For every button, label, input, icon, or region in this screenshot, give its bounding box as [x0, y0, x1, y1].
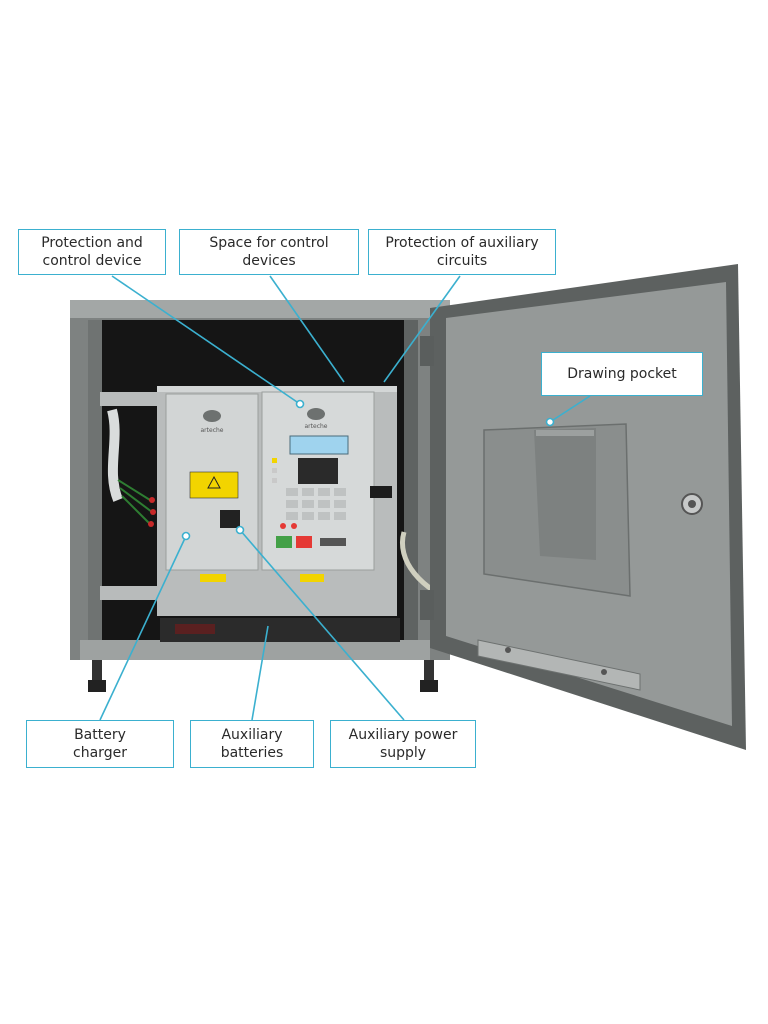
leader-lines	[99, 275, 591, 721]
leader-endpoints	[181, 399, 555, 541]
lcd-display	[289, 435, 349, 455]
key	[286, 512, 298, 520]
led	[272, 478, 277, 483]
key	[318, 500, 330, 508]
wire-terminal	[150, 509, 156, 515]
led-red	[280, 523, 286, 529]
bracket-screw	[505, 647, 511, 653]
callout-aux-batteries: Auxiliary batteries	[190, 720, 314, 768]
comm-port	[320, 538, 346, 546]
led	[272, 468, 277, 473]
cabinet-bottom	[80, 640, 430, 660]
brand-logo-right	[307, 408, 325, 420]
leader-aux-batteries	[251, 625, 269, 721]
left-rail-bottom	[100, 586, 160, 600]
device-panel: arteche arteche	[157, 386, 463, 616]
key	[286, 488, 298, 496]
leader-space-control	[269, 275, 345, 383]
cabinet-foot-right	[424, 660, 434, 684]
callout-aux-power: Auxiliary power supply	[330, 720, 476, 768]
wire-terminal	[149, 497, 155, 503]
leader-aux-power	[239, 529, 405, 721]
key	[334, 500, 346, 508]
charger-switch	[220, 510, 240, 528]
led-red	[291, 523, 297, 529]
warning-label	[189, 471, 239, 499]
key	[318, 512, 330, 520]
device-small-label	[300, 574, 324, 582]
callout-battery-charger: Battery charger	[26, 720, 174, 768]
charger-small-label	[200, 574, 226, 582]
cabinet-foot-left-nut	[88, 680, 106, 692]
door-latch-handle	[370, 486, 392, 498]
green-button	[276, 536, 292, 548]
red-button	[296, 536, 312, 548]
cabinet-foot-right-nut	[420, 680, 438, 692]
leader-dot	[181, 531, 191, 541]
brand-text-left: arteche	[201, 427, 224, 434]
callout-space-control: Space for control devices	[179, 229, 359, 275]
cabinet-foot-left	[92, 660, 102, 684]
key	[302, 500, 314, 508]
brand-text-right: arteche	[305, 423, 328, 430]
key	[334, 488, 346, 496]
cabinet-top-lip	[70, 300, 450, 318]
leader-protection-control	[111, 275, 301, 405]
drawing-pocket-lip	[536, 430, 594, 436]
brand-logo-left	[203, 410, 221, 422]
cabinet-left-wall	[88, 320, 102, 648]
door-lock-keyhole	[688, 500, 696, 508]
warning-triangle-icon	[207, 475, 221, 489]
left-rail-top	[100, 392, 160, 406]
led-yellow	[272, 458, 277, 463]
key	[302, 488, 314, 496]
battery-block	[175, 624, 215, 634]
callout-drawing-pocket: Drawing pocket	[541, 352, 703, 396]
leader-protection-aux	[383, 275, 461, 383]
leader-drawing-pocket	[549, 395, 591, 423]
callout-protection-aux: Protection of auxiliary circuits	[368, 229, 556, 275]
cabinet-right-wall	[404, 320, 418, 648]
nav-keys	[298, 458, 338, 484]
wire-terminal	[148, 521, 154, 527]
key	[318, 488, 330, 496]
key	[286, 500, 298, 508]
callout-protection-control: Protection and control device	[18, 229, 166, 275]
cable-spiral	[107, 408, 123, 502]
key	[334, 512, 346, 520]
drawing-pocket-slot	[534, 428, 596, 560]
leader-dot	[295, 399, 305, 409]
bracket-screw	[601, 669, 607, 675]
door-hinge-bottom	[420, 590, 434, 620]
door-bracket	[477, 639, 641, 691]
door-hinge-top	[420, 336, 434, 366]
leader-battery-charger	[99, 535, 187, 721]
leader-dot	[235, 525, 245, 535]
leader-dot	[545, 417, 555, 427]
cabinet-door	[420, 264, 746, 750]
green-wires	[117, 479, 153, 525]
keypad	[276, 458, 346, 548]
key	[302, 512, 314, 520]
